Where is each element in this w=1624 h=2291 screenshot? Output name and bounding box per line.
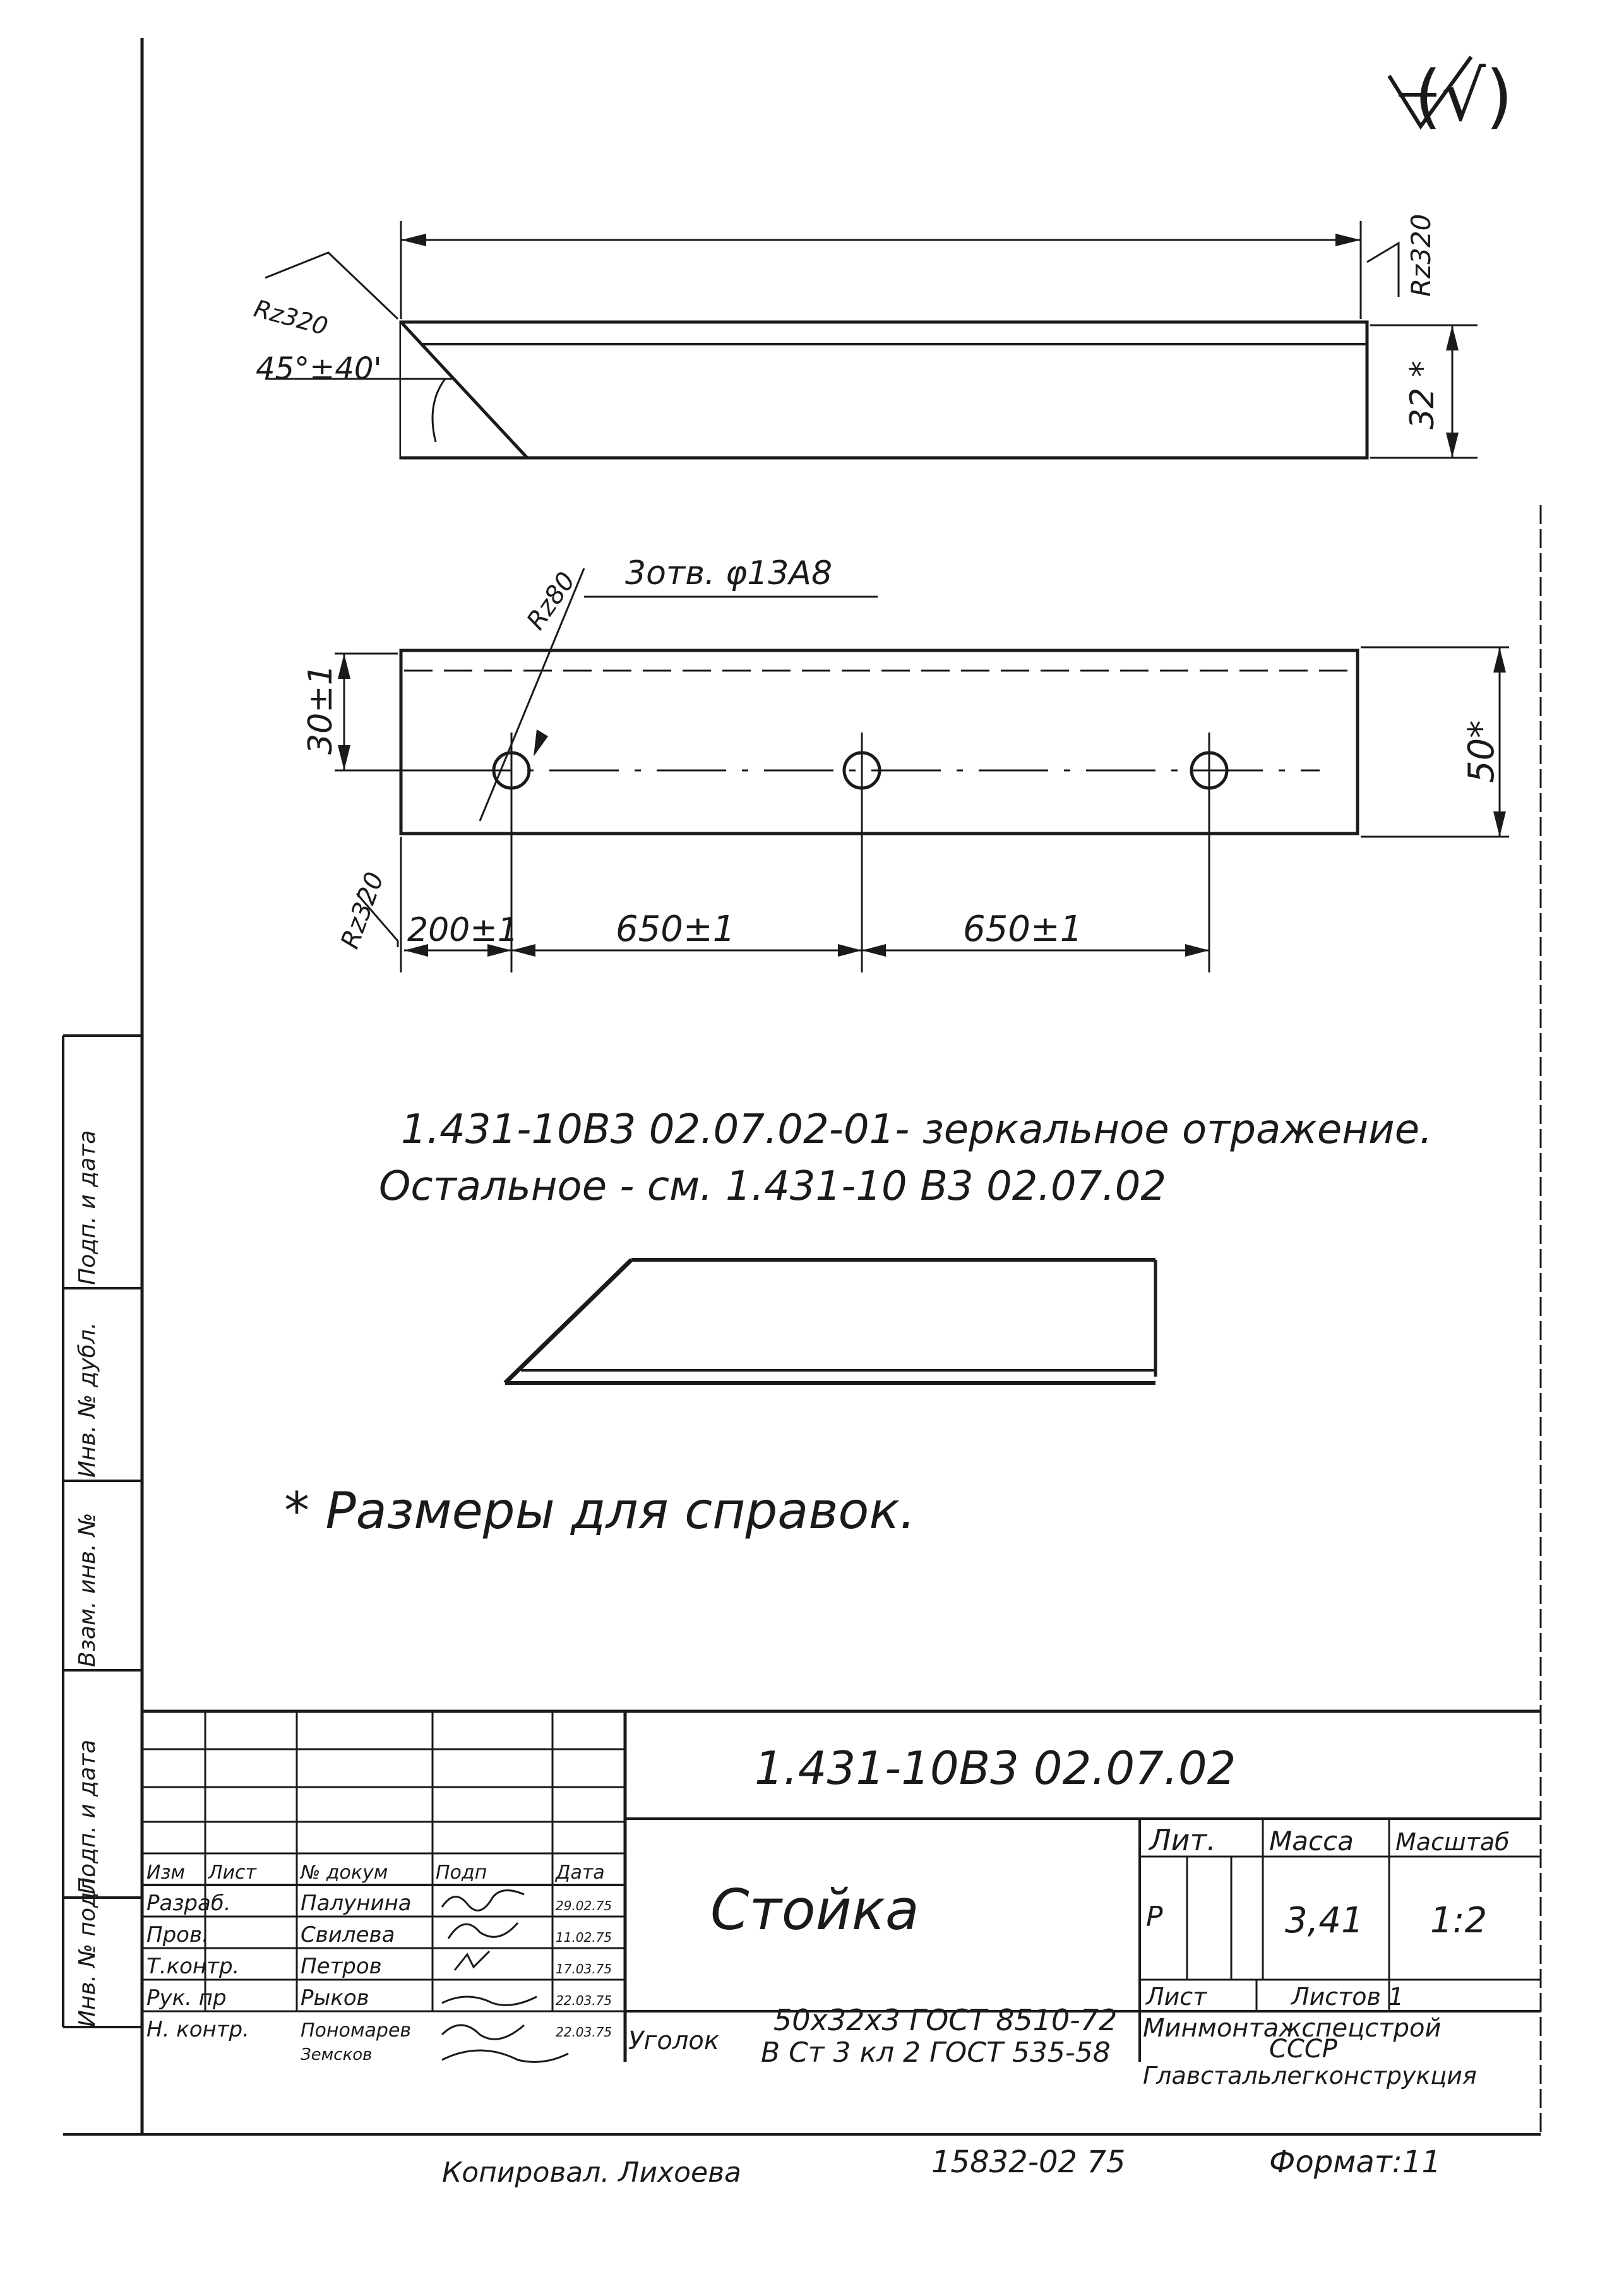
sheet-label: Лист — [1145, 1983, 1208, 2011]
scale-value: 1:2 — [1430, 1900, 1487, 1941]
front-view — [335, 568, 1509, 972]
side-cell-1: Инв. № подл. — [75, 1870, 100, 2027]
section-sketch — [503, 1258, 1157, 1385]
row-4-date: 22.03.75 — [556, 1993, 612, 2008]
front-rz-hole: Rz80 — [522, 567, 582, 635]
lit-value: Р — [1146, 1901, 1163, 1933]
signature-marks — [441, 1889, 569, 2063]
row-3-role: Т.контр. — [146, 1954, 239, 1979]
top-angle-dim: 45°±40' — [256, 351, 382, 386]
header-doc: № докум — [299, 1862, 388, 1884]
row-5-role: Н. контр. — [146, 2017, 249, 2042]
row-2-role: Пров. — [146, 1922, 209, 1947]
side-cell-2: Подп. и дата — [75, 1740, 100, 1894]
mass-value: 3,41 — [1285, 1900, 1364, 1941]
footer-number: 15832-02 75 — [931, 2144, 1125, 2180]
lit-header: Лит. — [1148, 1823, 1216, 1857]
extra-name: Земсков — [301, 2045, 373, 2064]
top-rz-left: Rz320 — [251, 294, 331, 340]
part-name: Стойка — [710, 1877, 919, 1942]
header-list: Лист — [208, 1862, 258, 1884]
dim-650-a: 650±1 — [616, 909, 735, 950]
footer-format: Формат:11 — [1269, 2144, 1441, 2180]
sheets-label: Листов 1 — [1290, 1983, 1404, 2011]
title-block-grid — [142, 1709, 1541, 2062]
row-4-role: Рук. пр — [146, 1985, 227, 2011]
material-line-1: 50x32x3 ГОСТ 8510-72 — [773, 2003, 1117, 2037]
header-sign: Подп — [436, 1862, 487, 1884]
row-3-date: 17.03.75 — [556, 1961, 612, 1977]
footer-copied: Копировал. Лихоева — [442, 2156, 741, 2189]
org-line-3: Главстальлегконструкция — [1143, 2062, 1477, 2090]
header-izm: Изм — [146, 1862, 185, 1884]
row-3-name: Петров — [301, 1954, 382, 1979]
row-2-name: Свилева — [301, 1922, 395, 1947]
org-line-1: Минмонтажспецстрой — [1143, 2014, 1441, 2043]
header-date: Дата — [554, 1862, 605, 1884]
row-5-date: 22.03.75 — [556, 2025, 612, 2040]
note-line-2: Остальное - см. 1.431-10 B3 02.07.02 — [379, 1163, 1166, 1210]
side-stamp — [62, 1034, 142, 2028]
roughness-mark-text: (√) — [1414, 56, 1513, 136]
row-5-name: Пономарев — [301, 2019, 411, 2042]
reference-note: * Размеры для справок. — [284, 1481, 916, 1540]
material-word: Уголок — [628, 2026, 719, 2055]
designation: 1.431-10B3 02.07.02 — [755, 1742, 1236, 1795]
org-line-2: СССР — [1269, 2035, 1338, 2064]
row-2-date: 11.02.75 — [556, 1930, 612, 1945]
scale-header: Масштаб — [1395, 1828, 1510, 1856]
row-1-name: Палунина — [301, 1891, 412, 1916]
row-4-name: Рыков — [301, 1985, 369, 2011]
dim-200: 200±1 — [407, 911, 518, 949]
dim-650-b: 650±1 — [963, 909, 1082, 950]
row-1-role: Разраб. — [146, 1891, 231, 1916]
material-line-2: B Ст 3 кл 2 ГОСТ 535-58 — [761, 2037, 1111, 2069]
side-cell-4: Инв. № дубл. — [75, 1322, 100, 1478]
holes-note: 3отв. φ13A8 — [625, 554, 832, 592]
top-rz-right: Rz320 — [1406, 214, 1436, 297]
side-cell-5: Подп. и дата — [75, 1130, 100, 1285]
row-1-date: 29.02.75 — [556, 1898, 612, 1913]
top-view — [265, 221, 1478, 460]
top-height-dim: 32 * — [1404, 361, 1442, 429]
dim-30: 30±1 — [302, 664, 340, 755]
dim-50: 50* — [1461, 721, 1502, 783]
side-cell-3: Взам. инв. № — [75, 1513, 100, 1667]
note-line-1: 1.431-10B3 02.07.02-01- зеркальное отраж… — [401, 1106, 1432, 1153]
front-rz-bottom: Rz320 — [335, 868, 390, 952]
mass-header: Масса — [1269, 1826, 1354, 1857]
roughness-symbol: (√) — [1387, 56, 1513, 136]
